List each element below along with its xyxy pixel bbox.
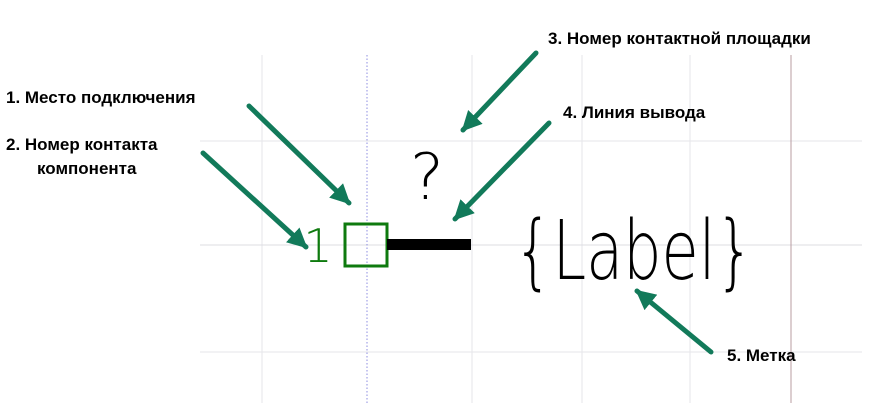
callout-4: 4. Линия вывода [563, 103, 706, 122]
arrow-icon [460, 50, 539, 133]
callout-3: 3. Номер контактной площадки [548, 29, 811, 48]
pad-number-text: ? [410, 141, 444, 215]
callout-1: 1. Место подключения [6, 88, 196, 107]
arrow-icon [246, 103, 352, 206]
callout-2-line-1: 2. Номер контакта [6, 135, 158, 154]
label-text: {Label} [514, 204, 754, 299]
arrow-icon [200, 150, 309, 250]
arrow-icon [452, 120, 552, 222]
callout-5: 5. Метка [727, 346, 796, 365]
callout-2-line-2: компонента [37, 159, 137, 178]
lead-line [387, 239, 471, 250]
arrow-icon [634, 288, 714, 355]
